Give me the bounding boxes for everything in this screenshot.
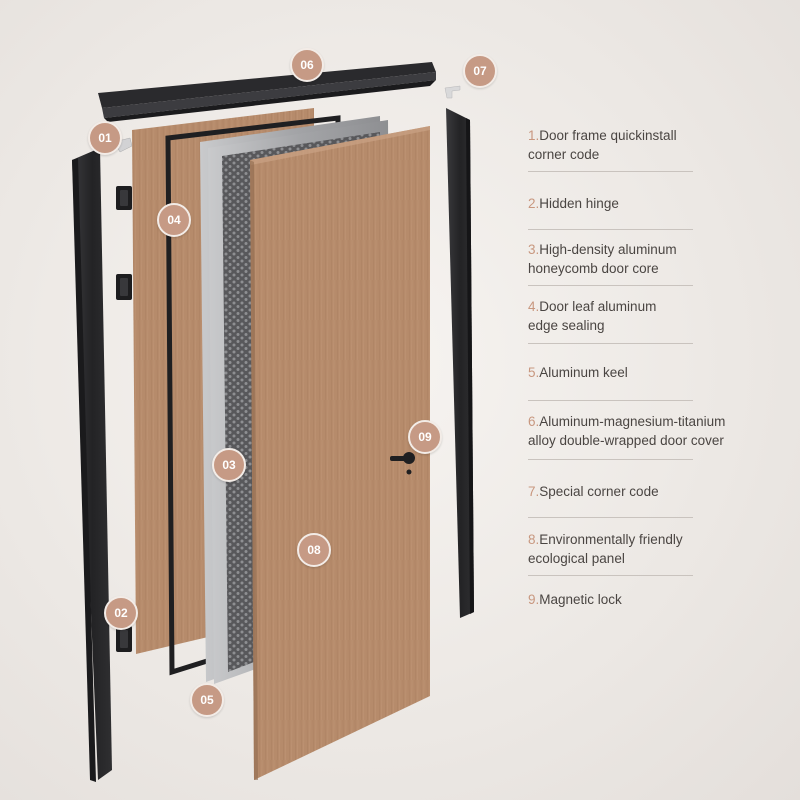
badge-06: 06 xyxy=(290,48,324,82)
hidden-hinge-bottom xyxy=(116,626,132,652)
legend-item-2: 2.Hidden hinge xyxy=(528,194,693,213)
hidden-hinge-middle xyxy=(116,274,132,300)
legend-number: 9. xyxy=(528,592,540,607)
legend-text: High-density aluminum honeycomb door cor… xyxy=(528,242,677,276)
legend-item-3: 3.High-density aluminum honeycomb door c… xyxy=(528,240,693,278)
legend-divider xyxy=(528,285,693,286)
legend-item-1: 1.Door frame quickinstall corner code xyxy=(528,126,693,164)
legend-text: Special corner code xyxy=(539,484,659,499)
legend-item-4: 4.Door leaf aluminum edge sealing xyxy=(528,297,693,335)
badge-05: 05 xyxy=(190,683,224,717)
legend-number: 6. xyxy=(528,414,540,429)
legend-item-8: 8.Environmentally friendly ecological pa… xyxy=(528,530,693,568)
legend-number: 4. xyxy=(528,299,540,314)
legend-item-7: 7.Special corner code xyxy=(528,482,693,501)
legend-number: 8. xyxy=(528,532,540,547)
legend-text: Door frame quickinstall corner code xyxy=(528,128,677,162)
legend-number: 5. xyxy=(528,365,540,380)
special-corner-code-piece xyxy=(444,85,461,99)
badge-04: 04 xyxy=(157,203,191,237)
legend-divider xyxy=(528,171,693,172)
left-frame-jamb xyxy=(72,148,112,782)
legend-number: 3. xyxy=(528,242,540,257)
door-handle xyxy=(390,452,415,475)
legend-number: 2. xyxy=(528,196,540,211)
legend-divider xyxy=(528,400,693,401)
hidden-hinge-top xyxy=(116,186,132,210)
legend-item-9: 9.Magnetic lock xyxy=(528,590,693,609)
legend-divider xyxy=(528,343,693,344)
legend-item-6: 6.Aluminum-magnesium-titanium alloy doub… xyxy=(528,412,766,450)
front-ecological-panel xyxy=(250,126,430,780)
badge-01: 01 xyxy=(88,121,122,155)
legend-text: Hidden hinge xyxy=(539,196,619,211)
badge-07: 07 xyxy=(463,54,497,88)
badge-09: 09 xyxy=(408,420,442,454)
legend-text: Aluminum keel xyxy=(539,365,628,380)
legend-text: Door leaf aluminum edge sealing xyxy=(528,299,657,333)
legend-number: 7. xyxy=(528,484,540,499)
top-frame-rail xyxy=(98,62,436,122)
legend-text: Magnetic lock xyxy=(539,592,622,607)
legend-item-5: 5.Aluminum keel xyxy=(528,363,693,382)
badge-02: 02 xyxy=(104,596,138,630)
legend-divider xyxy=(528,575,693,576)
legend-number: 1. xyxy=(528,128,540,143)
legend-divider xyxy=(528,459,693,460)
legend-text: Environmentally friendly ecological pane… xyxy=(528,532,683,566)
legend-text: Aluminum-magnesium-titanium alloy double… xyxy=(528,414,726,448)
badge-08: 08 xyxy=(297,533,331,567)
legend-divider xyxy=(528,517,693,518)
legend-divider xyxy=(528,229,693,230)
right-frame-jamb xyxy=(446,108,474,618)
badge-03: 03 xyxy=(212,448,246,482)
